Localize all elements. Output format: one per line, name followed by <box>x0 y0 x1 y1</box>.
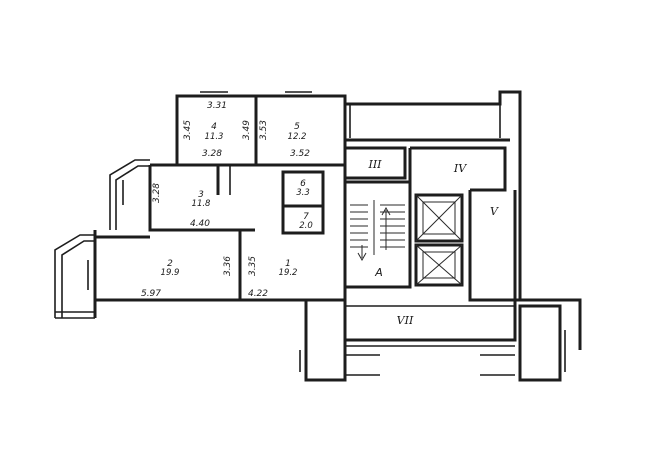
dim-room2-right: 3.36 <box>223 256 233 276</box>
room-4-area: 11.3 <box>205 132 224 142</box>
dim-room1-bottom: 4.22 <box>248 289 268 299</box>
dim-room5-left: 3.53 <box>259 120 269 140</box>
dim-room2-bottom: 5.97 <box>141 289 161 299</box>
dim-room5-bottom: 3.52 <box>290 149 310 159</box>
common-area-walls <box>299 90 582 382</box>
dim-room4-bottom: 3.28 <box>202 149 222 159</box>
room-1-area: 19.2 <box>279 268 298 278</box>
dim-room1-left: 3.35 <box>248 256 258 276</box>
zone-IV-label: IV <box>453 162 467 175</box>
dim-room4-left: 3.45 <box>183 120 193 140</box>
room-4-number: 4 <box>211 122 217 132</box>
room-6-area: 3.3 <box>296 188 310 198</box>
room-7-area: 2.0 <box>299 221 313 231</box>
dim-room4-top: 3.31 <box>207 101 227 111</box>
room-labels: 4 11.3 5 12.2 3 11.8 6 3.3 7 2.0 2 19.9 … <box>161 122 313 278</box>
zone-A-label: A <box>374 266 383 279</box>
dim-room3-left: 3.28 <box>152 183 162 203</box>
room-3-area: 11.8 <box>192 199 212 209</box>
room-5-number: 5 <box>294 122 300 132</box>
zone-V-label: V <box>490 205 499 218</box>
room-1-number: 1 <box>285 259 291 269</box>
dimension-labels: 3.31 3.45 3.49 3.28 3.53 3.52 3.28 4.40 … <box>141 101 310 299</box>
room-2-number: 2 <box>167 259 173 269</box>
room-5-area: 12.2 <box>288 132 307 142</box>
room-6-number: 6 <box>300 179 306 189</box>
zone-VII-label: VII <box>397 314 414 327</box>
room-3-number: 3 <box>198 190 204 200</box>
dim-room3-bottom: 4.40 <box>190 219 210 229</box>
dim-room4-right: 3.49 <box>242 120 252 140</box>
zone-labels: III IV V VII A <box>367 158 499 327</box>
room-7-number: 7 <box>303 212 309 222</box>
zone-III-label: III <box>367 158 382 171</box>
room-2-area: 19.9 <box>161 268 180 278</box>
